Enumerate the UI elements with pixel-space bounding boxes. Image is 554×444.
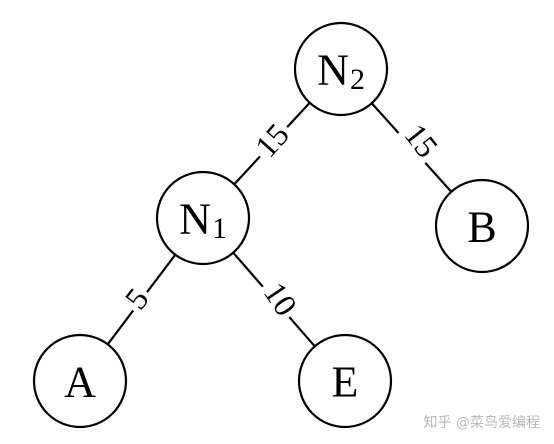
node-label-n1: N [179, 195, 211, 244]
node-label-b: B [467, 203, 496, 252]
node-b [434, 178, 530, 274]
edge-weight-label: 15 [248, 116, 296, 164]
node-n1 [155, 170, 251, 266]
edge-weight-group: 15 [395, 117, 445, 168]
edge-weight-label: 10 [257, 276, 305, 323]
edge-weight-group: 15 [248, 116, 299, 167]
edge-label-background [249, 117, 299, 167]
edge-weight-group: 10 [254, 275, 305, 326]
edge-label-background [395, 117, 444, 168]
node-n2 [293, 21, 389, 117]
node-subscript-n1: 1 [212, 212, 227, 245]
edge-label-background [254, 275, 303, 326]
watermark: 知乎 @菜鸟爱编程 [423, 415, 540, 431]
node-label-a: A [64, 358, 96, 407]
edge-label-background [119, 281, 158, 319]
node-label-n2: N [317, 46, 349, 95]
edge-weight-label: 15 [397, 117, 445, 164]
node-a [32, 333, 128, 429]
node-label-e: E [332, 358, 359, 407]
edge-weight-group: 5 [117, 281, 158, 319]
edges-layer: 15 15 5 10 [106, 102, 453, 348]
node-subscript-n2: 2 [350, 63, 365, 96]
node-e [297, 333, 393, 429]
